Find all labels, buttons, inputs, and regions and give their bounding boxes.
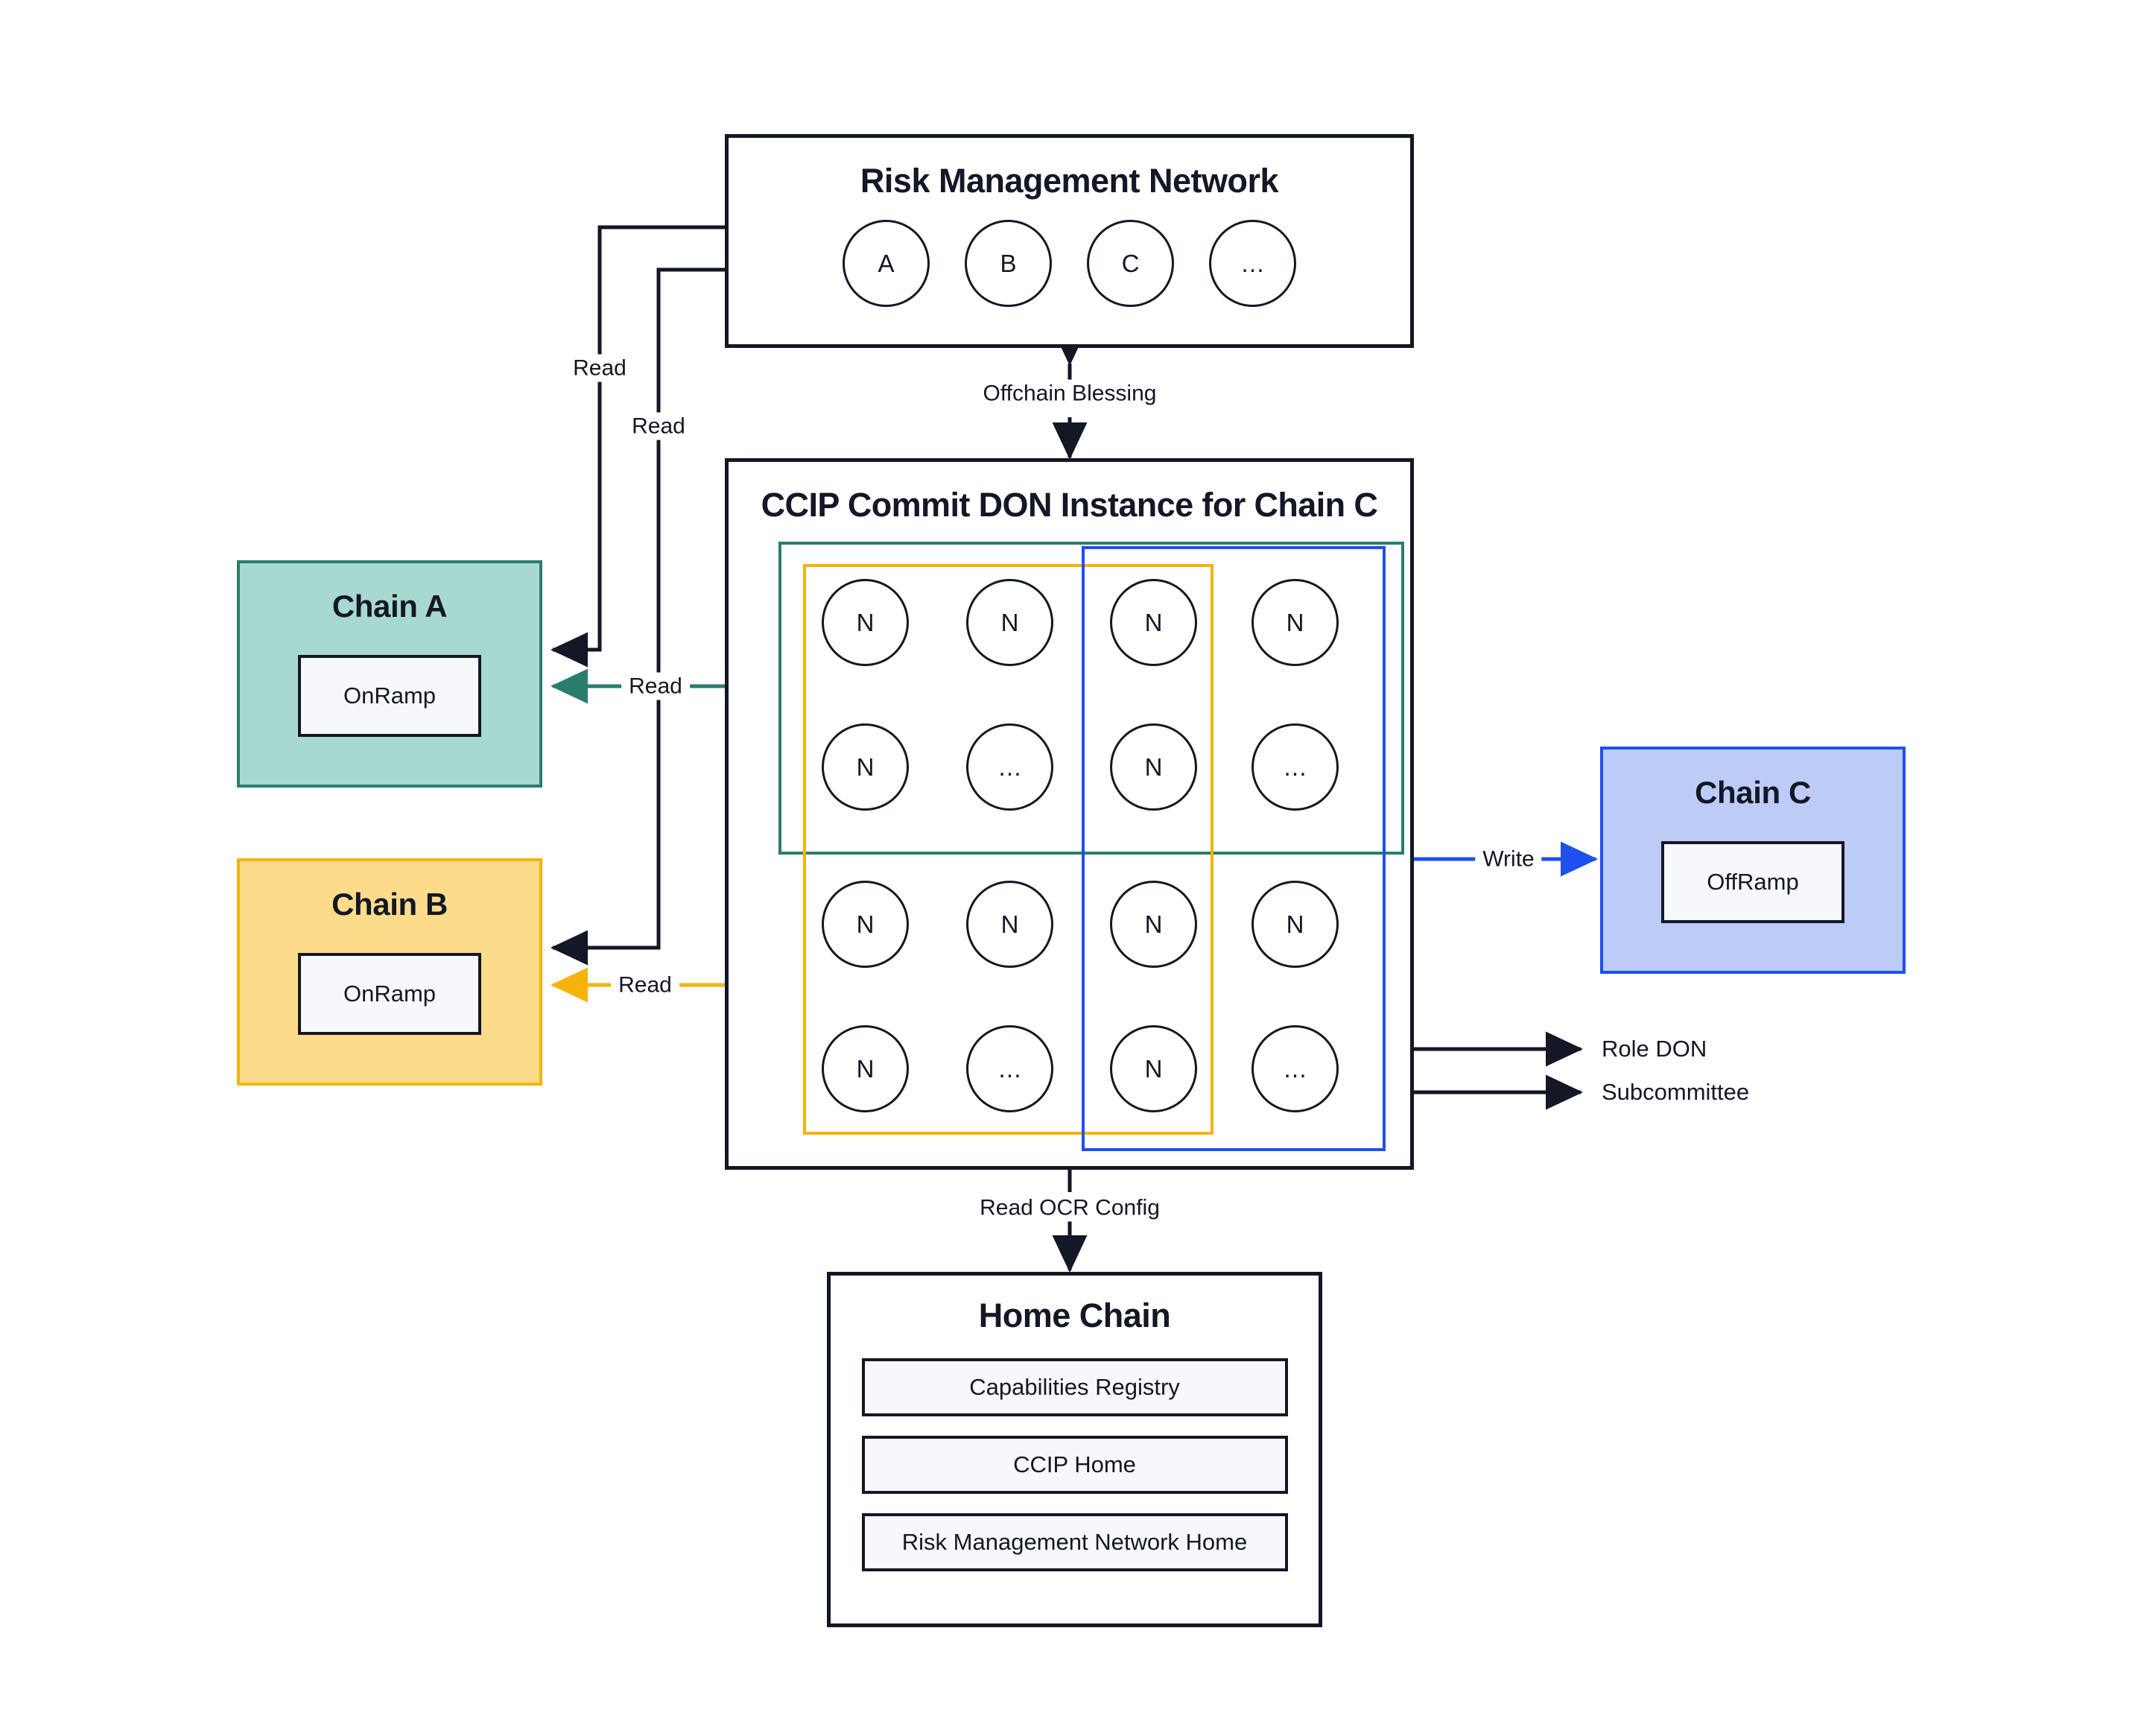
chain-c-title: Chain C [1695,775,1811,810]
ccip-commit-don-title: CCIP Commit DON Instance for Chain C [761,486,1378,524]
home-chain-item-capabilities-registry[interactable]: Capabilities Registry [861,1358,1288,1416]
edge-label-offchain-blessing: Offchain Blessing [975,379,1164,408]
don-node[interactable]: N [1110,881,1197,968]
risk-management-network-title: Risk Management Network [860,162,1279,200]
group-boundary-yellow [803,564,1214,1135]
rmn-node-b[interactable]: B [965,220,1052,307]
chain-c-box: Chain C OffRamp [1600,747,1906,974]
edge-label-read-chain-b-black: Read [624,412,693,440]
don-node[interactable]: N [1110,579,1197,666]
don-node[interactable]: … [966,1025,1053,1112]
chain-b-box: Chain B OnRamp [237,858,542,1086]
chain-b-onramp[interactable]: OnRamp [298,953,481,1035]
chain-a-onramp[interactable]: OnRamp [298,655,481,737]
edge-label-read-ocr-config: Read OCR Config [972,1194,1167,1222]
group-boundary-blue [1082,546,1386,1151]
ccip-commit-don-box: CCIP Commit DON Instance for Chain C N N… [725,458,1414,1170]
home-chain-item-rmn-home[interactable]: Risk Management Network Home [861,1513,1288,1571]
chain-a-box: Chain A OnRamp [237,560,542,788]
don-node[interactable]: N [822,723,909,811]
edge-label-read-chain-a-teal: Read [621,672,690,700]
don-node[interactable]: N [822,881,909,968]
don-node[interactable]: N [822,1025,909,1112]
don-node[interactable]: … [966,723,1053,811]
don-node-grid: N N N N N … N … N N N N N … N … [778,542,1404,1151]
edge-label-read-chain-b-yellow: Read [611,971,679,999]
home-chain-item-ccip-home[interactable]: CCIP Home [861,1436,1288,1494]
rmn-node-row: A B C … [729,220,1410,307]
chain-a-title: Chain A [331,589,448,624]
rmn-node-c[interactable]: C [1087,220,1174,307]
edge-label-write-chain-c: Write [1475,845,1542,873]
don-node[interactable]: N [966,579,1053,666]
don-node[interactable]: N [1110,1025,1197,1112]
don-node[interactable]: N [822,579,909,666]
home-chain-title: Home Chain [978,1296,1171,1334]
legend-role-don: Role DON [1602,1036,1707,1062]
risk-management-network-box: Risk Management Network A B C … [725,134,1414,348]
edge-label-read-chain-a-black: Read [565,354,634,382]
don-node[interactable]: N [1252,579,1339,666]
home-chain-box: Home Chain Capabilities Registry CCIP Ho… [827,1272,1322,1627]
don-node[interactable]: … [1252,1025,1339,1112]
legend-subcommittee: Subcommittee [1602,1079,1750,1105]
edge-read-chain-b-black [550,267,725,966]
chain-b-title: Chain B [331,887,448,922]
rmn-node-a[interactable]: A [843,220,930,307]
don-node[interactable]: … [1252,723,1339,811]
rmn-node-more[interactable]: … [1209,220,1296,307]
don-node[interactable]: N [1252,881,1339,968]
don-node[interactable]: N [1110,723,1197,811]
chain-c-offramp[interactable]: OffRamp [1661,841,1844,923]
don-node[interactable]: N [966,881,1053,968]
edge-read-chain-a-black [550,225,725,668]
group-boundary-teal [778,542,1404,855]
